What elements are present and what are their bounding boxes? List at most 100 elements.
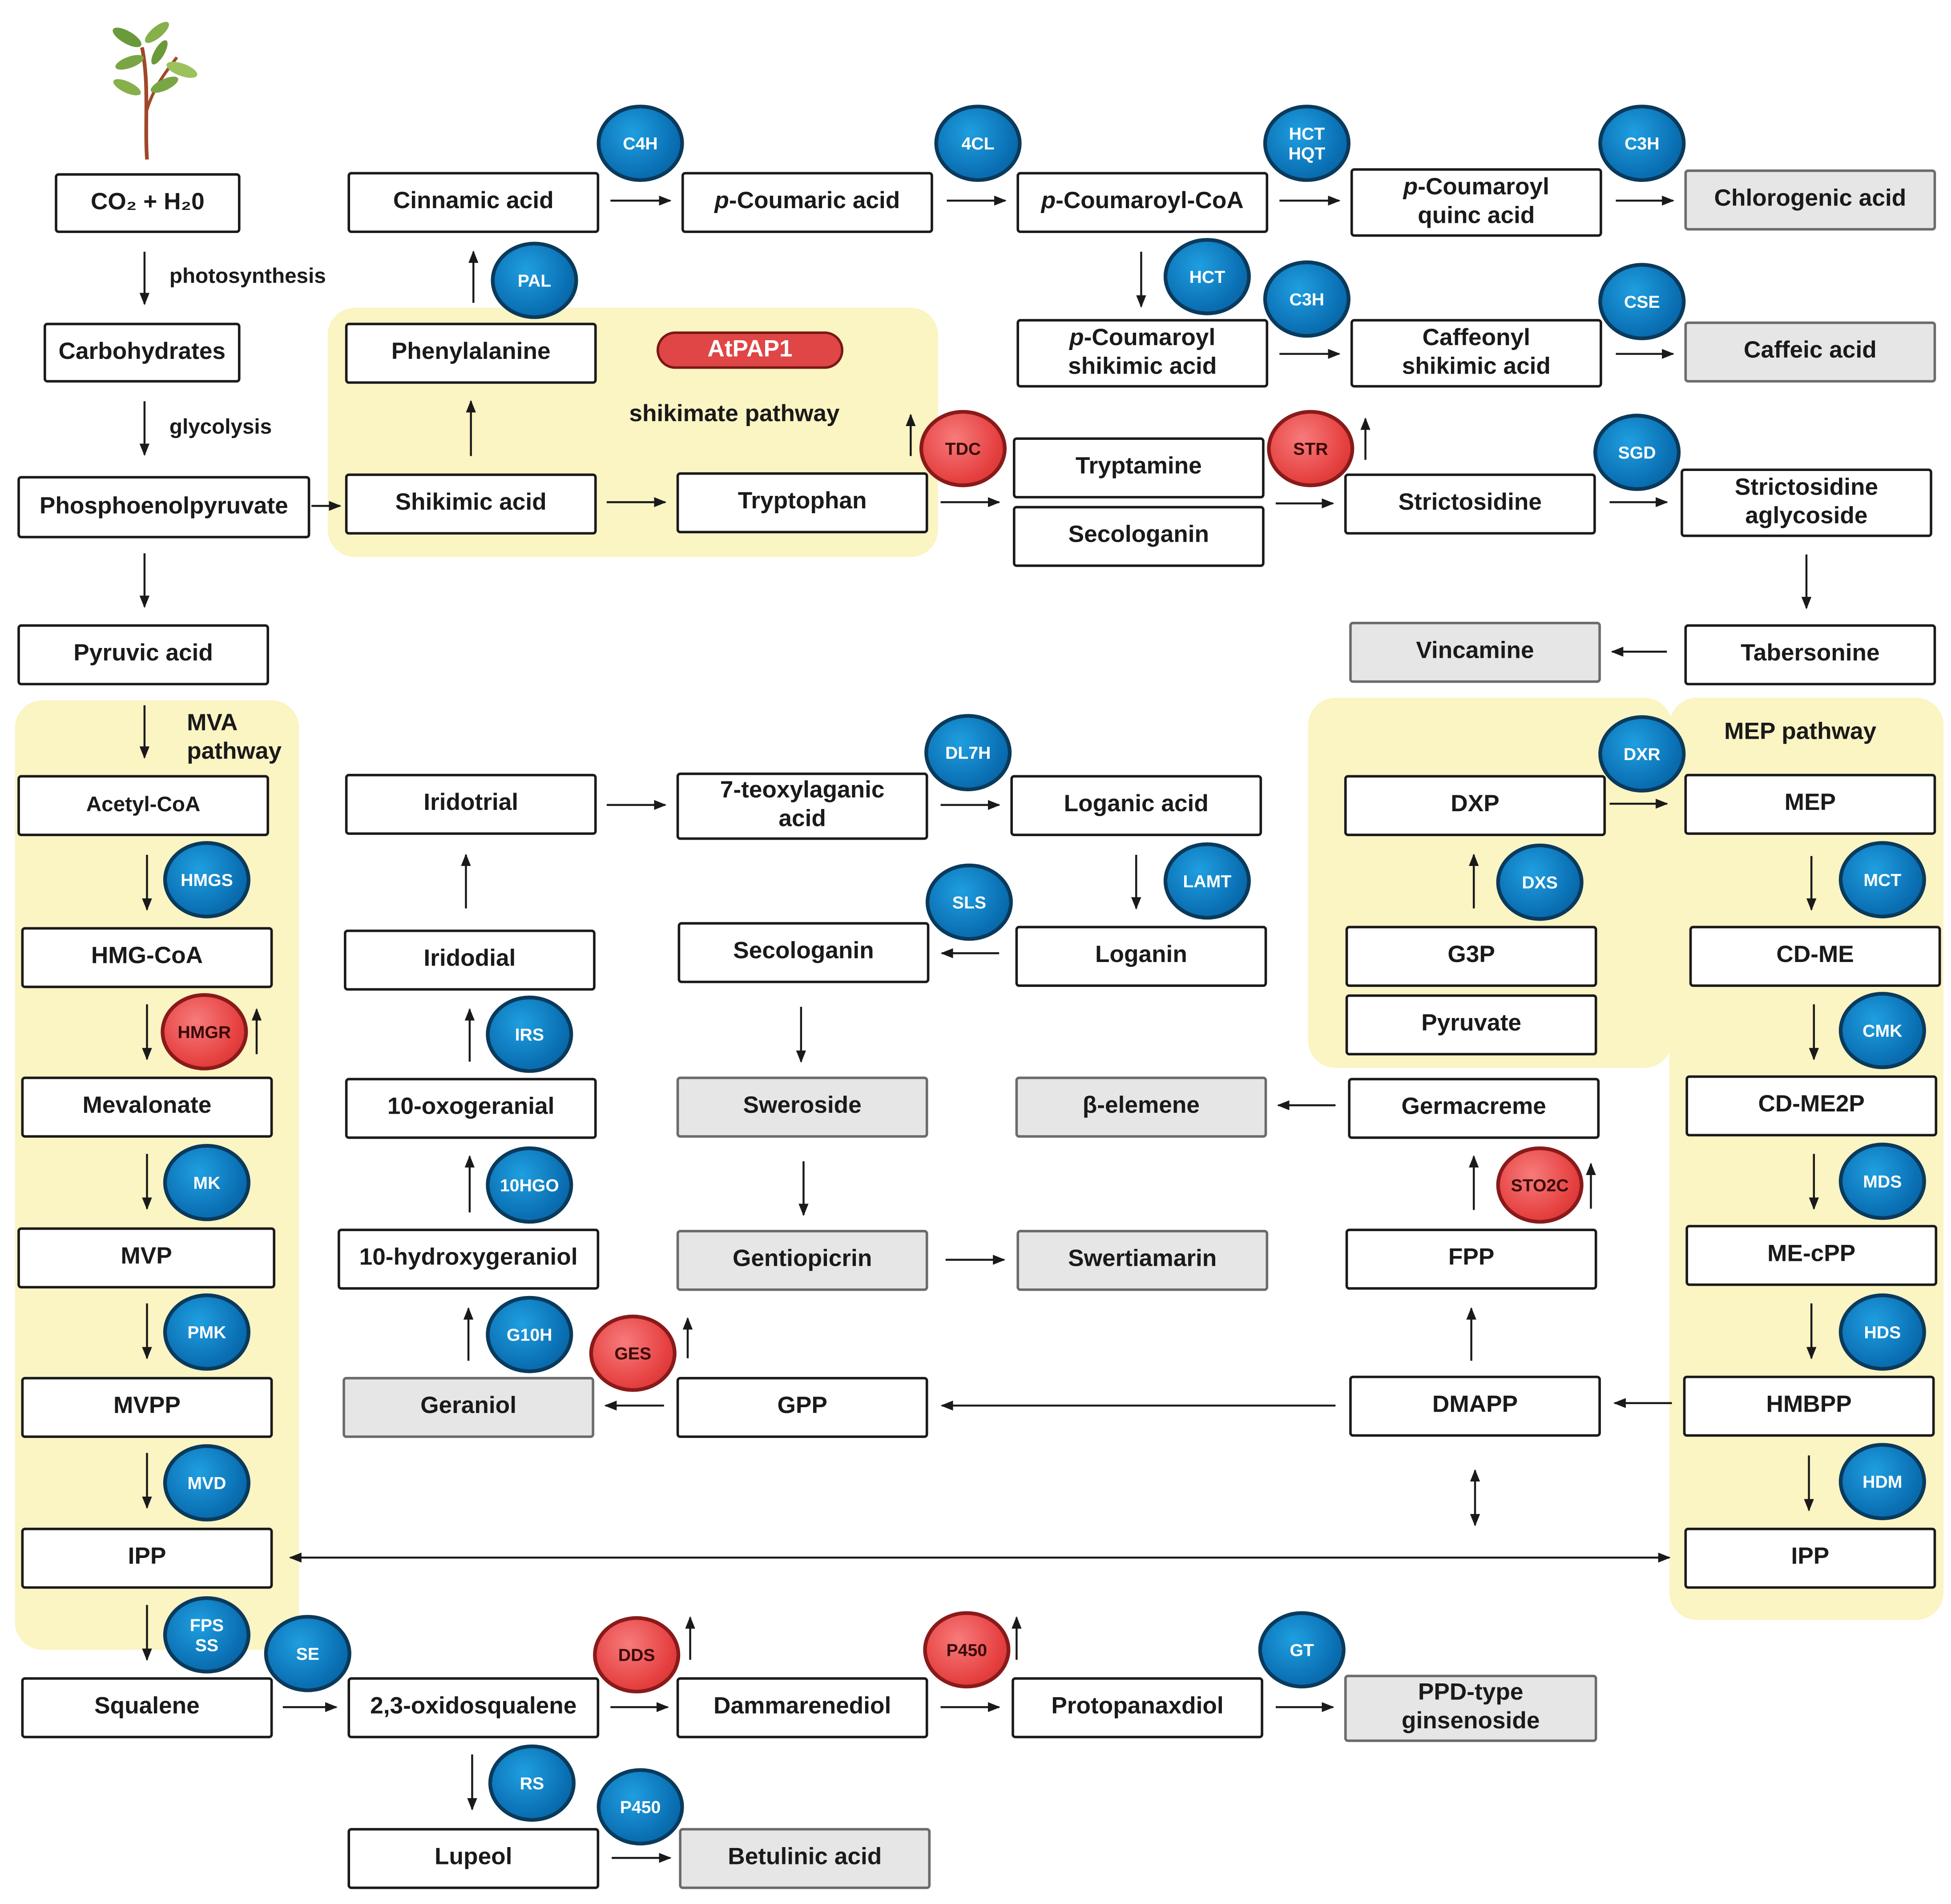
enzyme-hmgr: HMGR [161,993,248,1071]
node-p-coumaroyl-shikimic-acid: p-Coumaroyl shikimic acid [1016,319,1269,388]
node-iridodial: Iridodial [343,930,596,991]
enzyme-pmk: PMK [163,1293,250,1371]
node-cd-me2p: CD-ME2P [1685,1075,1938,1137]
enzyme-lamt: LAMT [1163,842,1251,920]
enzyme-hct-hqt: HCT HQT [1263,105,1350,182]
node-p-coumaroyl-quinic-acid: p-Coumaroyl quinc acid [1350,168,1602,237]
node-me-cpp: ME-cPP [1685,1225,1938,1286]
node-hmg-coa: HMG-CoA [21,927,273,988]
node-geraniol: Geraniol [343,1377,594,1438]
atpap1-regulator: AtPAP1 [656,331,844,369]
node-phenylalanine: Phenylalanine [345,322,597,384]
enzyme-c4h: C4H [597,105,684,182]
enzyme-hmgs: HMGS [163,841,250,918]
enzyme-g10h: G10H [486,1296,573,1373]
enzyme-dl7h: DL7H [924,714,1012,792]
node-swertiamarin: Swertiamarin [1016,1230,1269,1291]
node-cinnamic-acid: Cinnamic acid [347,172,600,233]
node-strictosidine-aglycoside: Strictosidine aglycoside [1681,468,1932,537]
enzyme-se: SE [264,1615,351,1692]
enzyme-irs: IRS [486,995,573,1073]
node-germacreme: Germacreme [1348,1078,1600,1139]
node-sweroside: Sweroside [676,1076,928,1138]
node-squalene: Squalene [21,1677,273,1739]
enzyme-fps-ss: FPS SS [163,1596,250,1674]
node-shikimic-acid: Shikimic acid [345,473,597,535]
node-co2-h2o: CO₂ + H₂0 [55,173,241,233]
enzyme-10hgo: 10HGO [486,1146,573,1224]
enzyme-pal: PAL [491,242,578,319]
node-tabersonine: Tabersonine [1684,624,1936,685]
node-mvpp: MVPP [21,1377,273,1438]
mva-pathway-label: MVA pathway [187,710,282,765]
enzyme-hdm: HDM [1838,1443,1926,1521]
node-tryptamine: Tryptamine [1012,437,1265,499]
enzyme-hds: HDS [1838,1293,1926,1371]
enzyme-p450-ppd: P450 [923,1611,1011,1689]
node-dxp: DXP [1344,775,1606,836]
node-protopanaxdiol: Protopanaxdiol [1012,1677,1263,1739]
node-chlorogenic-acid: Chlorogenic acid [1684,169,1936,231]
node-caffeic-acid: Caffeic acid [1684,321,1936,383]
node-carbohydrates: Carbohydrates [44,322,241,383]
node-p-coumaric-acid: p-Coumaric acid [681,172,933,233]
node-ipp-mva: IPP [21,1527,273,1589]
enzyme-hct: HCT [1163,238,1251,315]
node-iridotrial: Iridotrial [345,773,597,835]
node-dmapp: DMAPP [1349,1376,1601,1437]
glycolysis-label: glycolysis [169,415,272,439]
node-loganin: Loganin [1015,926,1267,987]
node-caffeonyl-shikimic-acid: Caffeonyl shikimic acid [1350,319,1602,388]
node-oxidosqualene: 2,3-oxidosqualene [347,1677,600,1739]
node-mevalonate: Mevalonate [21,1076,273,1138]
enzyme-dxs: DXS [1496,843,1584,921]
enzyme-mvd: MVD [163,1444,250,1522]
enzyme-gt: GT [1258,1611,1346,1689]
enzyme-cmk: CMK [1838,992,1926,1069]
node-tryptophan: Tryptophan [676,472,928,534]
node-pyruvate: Pyruvate [1345,994,1597,1056]
node-ipp-mep: IPP [1684,1527,1936,1589]
enzyme-tdc: TDC [919,410,1007,487]
enzyme-mds: MDS [1838,1143,1926,1220]
enzyme-p450-betulinic: P450 [597,1768,684,1846]
enzyme-c3h-mid: C3H [1263,260,1350,338]
node-10-hydroxygeraniol: 10-hydroxygeraniol [337,1228,600,1290]
node-lupeol: Lupeol [347,1828,600,1889]
enzyme-c3h-top: C3H [1598,105,1686,182]
enzyme-sto2c: STO2C [1496,1146,1584,1224]
node-ppd-ginsenoside: PPD-type ginsenoside [1344,1675,1597,1742]
enzyme-mct: MCT [1838,841,1926,918]
node-10-oxogeranial: 10-oxogeranial [345,1078,597,1139]
mva-region [15,700,299,1650]
enzyme-ges: GES [589,1314,677,1392]
node-strictosidine: Strictosidine [1344,473,1596,535]
node-mep: MEP [1684,773,1936,835]
enzyme-str: STR [1267,410,1354,487]
node-pyruvic-acid: Pyruvic acid [17,624,269,685]
enzyme-sls: SLS [925,863,1013,941]
node-gpp: GPP [676,1377,928,1438]
enzyme-rs: RS [488,1744,576,1822]
node-7-teoxylaganic-acid: 7-teoxylaganic acid [676,773,928,840]
enzyme-dxr: DXR [1598,715,1686,793]
photosynthesis-label: photosynthesis [169,264,326,288]
node-betulinic-acid: Betulinic acid [679,1828,931,1889]
node-fpp: FPP [1345,1228,1597,1290]
node-acetyl-coa: Acetyl-CoA [17,775,269,836]
node-vincamine: Vincamine [1349,622,1601,683]
enzyme-cse: CSE [1598,263,1686,340]
node-loganic-acid: Loganic acid [1010,775,1262,836]
node-cd-me: CD-ME [1689,926,1941,987]
node-g3p: G3P [1345,926,1597,987]
enzyme-4cl: 4CL [934,105,1022,182]
node-hmbpp: HMBPP [1683,1376,1935,1437]
mep-pathway-label: MEP pathway [1724,719,1877,745]
enzyme-sgd: SGD [1593,414,1681,491]
seedling-icon [113,22,198,160]
node-p-coumaroyl-coa: p-Coumaroyl-CoA [1016,172,1269,233]
enzyme-mk: MK [163,1143,250,1221]
enzyme-dds: DDS [593,1616,681,1694]
